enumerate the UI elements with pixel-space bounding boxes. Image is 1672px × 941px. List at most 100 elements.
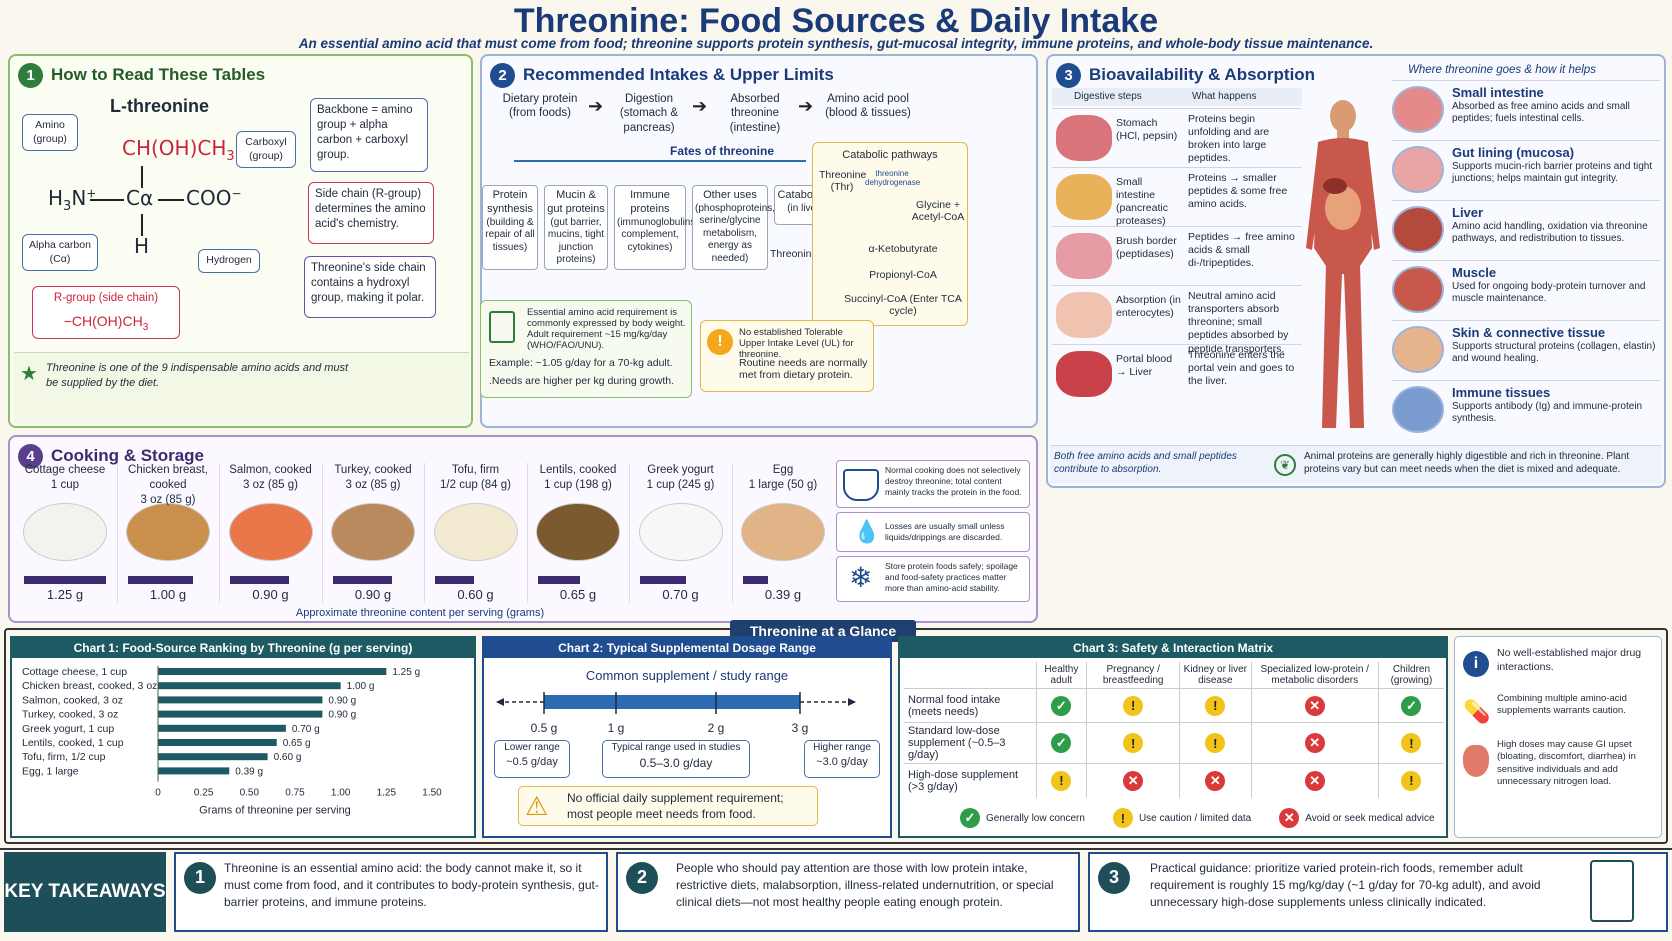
organ-icon bbox=[1056, 351, 1112, 397]
panel-4-title: Cooking & Storage bbox=[51, 446, 205, 465]
matrix-row: High-dose supplement (>3 g/day)!✕✕✕! bbox=[904, 763, 1444, 798]
requirement-line-3: Example: ~1.05 g/day for a 70-kg adult. bbox=[489, 357, 673, 369]
supplement-note: No official daily supplement requirement… bbox=[567, 791, 784, 821]
bar-category-label: Salmon, cooked, 3 oz bbox=[22, 694, 123, 706]
panel-1-header: 1 How to Read These Tables bbox=[18, 62, 265, 88]
bar-category-label: Tofu, firm, 1/2 cup bbox=[22, 751, 106, 763]
matrix-cell: ✓ bbox=[1377, 688, 1444, 723]
fates-row: Protein synthesis(building & repair of a… bbox=[482, 185, 836, 277]
note-losses: 💧 Losses are usually small unless liquid… bbox=[836, 512, 1030, 552]
droplet-icon: 💧 bbox=[853, 519, 881, 544]
checklist-icon bbox=[1590, 860, 1634, 922]
molecule-name: L-threonine bbox=[110, 96, 209, 116]
range-left-arrow bbox=[496, 698, 504, 706]
panel-2-number: 2 bbox=[490, 62, 515, 88]
takeaway-2-text: People who should pay attention are thos… bbox=[676, 861, 1054, 909]
range-bar bbox=[544, 695, 800, 709]
food-threonine-value: 0.39 g bbox=[764, 587, 802, 602]
digestive-step-detail: Neutral amino acid transporters absorb t… bbox=[1188, 290, 1289, 355]
col-steps: Digestive steps bbox=[1074, 91, 1142, 102]
chart-1-title: Chart 1: Food-Source Ranking by Threonin… bbox=[12, 638, 474, 658]
tissue-title: Small intestine bbox=[1452, 85, 1544, 100]
step-succinyl: Succinyl-CoA (Enter TCA cycle) bbox=[844, 293, 962, 317]
tissue-title: Skin & connective tissue bbox=[1452, 325, 1606, 340]
side-chain-formula: CH(OH)CH3 bbox=[122, 136, 235, 164]
panel-how-to-read: 1 How to Read These Tables L-threonine C… bbox=[8, 54, 473, 428]
note-cooking-text: Normal cooking does not selectively dest… bbox=[885, 465, 1022, 498]
matrix-cell: ✕ bbox=[1250, 763, 1379, 798]
fate-protein-synthesis: Protein synthesis(building & repair of a… bbox=[482, 185, 538, 270]
matrix-row-label: Normal food intake (meets needs) bbox=[908, 693, 1001, 718]
food-image bbox=[126, 503, 210, 561]
note-storage-text: Store protein foods safely; spoilage and… bbox=[885, 561, 1018, 594]
food-threonine-value: 1.00 g bbox=[149, 587, 187, 602]
matrix-cell: ! bbox=[1179, 722, 1252, 764]
ul-line-1: No established Tolerable Upper Intake Le… bbox=[739, 327, 854, 360]
flow-amino-pool: Amino acid pool (blood & tissues) bbox=[825, 93, 911, 120]
range-tick-label: 0.5 g bbox=[531, 721, 558, 735]
organ-icon bbox=[1056, 115, 1112, 161]
digestive-step-detail: Proteins begin unfolding and are broken … bbox=[1188, 113, 1270, 165]
panel-1-number: 1 bbox=[18, 62, 43, 88]
tissue-title: Liver bbox=[1452, 205, 1484, 220]
panel-2-title: Recommended Intakes & Upper Limits bbox=[523, 65, 834, 84]
digestive-step-name: Brush border (peptidases) bbox=[1116, 235, 1177, 261]
snowflake-icon: ❄ bbox=[849, 562, 873, 593]
range-tick-label: 1 g bbox=[608, 721, 625, 735]
bar-category-label: Turkey, cooked, 3 oz bbox=[22, 709, 118, 721]
interaction-note-1: No well-established major drug interacti… bbox=[1497, 647, 1642, 673]
matrix-cell: ✕ bbox=[1250, 688, 1379, 723]
fates-connector bbox=[514, 160, 806, 162]
organ-icon bbox=[1056, 174, 1112, 220]
ul-line-2: Routine needs are normally met from diet… bbox=[739, 357, 868, 381]
catabolic-box: Catabolic pathways Threonine (Thr) threo… bbox=[812, 142, 968, 326]
range-label: Common supplement / study range bbox=[585, 668, 789, 683]
rgroup-title: R-group (side chain) bbox=[53, 292, 159, 304]
x-tick-label: 0.50 bbox=[240, 788, 260, 799]
pot-icon bbox=[843, 469, 879, 501]
info-icon: i bbox=[1463, 651, 1489, 677]
flow-dietary-protein: Dietary protein (from foods) bbox=[502, 93, 578, 120]
page-subtitle: An essential amino acid that must come f… bbox=[298, 36, 1374, 51]
legend-avoid: ✕Avoid or seek medical advice bbox=[1279, 808, 1435, 828]
matrix-cell: ! bbox=[1086, 722, 1180, 764]
tissue-title: Muscle bbox=[1452, 265, 1497, 280]
chart-2-title: Chart 2: Typical Supplemental Dosage Ran… bbox=[484, 638, 890, 658]
bar-value-label: 0.65 g bbox=[283, 738, 311, 749]
side-chain-note: Side chain (R-group) determines the amin… bbox=[308, 182, 434, 244]
bar bbox=[158, 682, 341, 690]
bar-category-label: Greek yogurt, 1 cup bbox=[22, 723, 114, 735]
backbone-note: Backbone = amino group + alpha carbon + … bbox=[310, 98, 428, 172]
matrix-row: Normal food intake (meets needs)✓!!✕✓ bbox=[904, 688, 1444, 723]
lower-range-value: ~0.5 g/day bbox=[506, 756, 558, 768]
typical-range-label: Typical range used in studies bbox=[611, 742, 741, 753]
clipboard-icon bbox=[489, 311, 515, 343]
bar-category-label: Cottage cheese, 1 cup bbox=[22, 666, 127, 678]
requirement-box: Essential amino acid requirement is comm… bbox=[480, 300, 692, 398]
panel-recommended-intakes: 2 Recommended Intakes & Upper Limits Die… bbox=[480, 54, 1038, 428]
tissue-text: Supports mucin-rich barrier proteins and… bbox=[1452, 161, 1653, 184]
bond-up bbox=[141, 166, 143, 188]
takeaway-3-text: Practical guidance: prioritize varied pr… bbox=[1150, 861, 1541, 909]
x-tick-label: 1.25 bbox=[377, 788, 397, 799]
cross-icon: ✕ bbox=[1304, 733, 1325, 753]
matrix-row: Standard low-dose supplement (~0.5–3 g/d… bbox=[904, 722, 1444, 764]
fate-immune: Immune proteins(immunoglobulins, complem… bbox=[614, 185, 698, 270]
flow-arrow-1: ➔ bbox=[588, 96, 604, 116]
panel-1-title: How to Read These Tables bbox=[51, 65, 266, 84]
glycine-acetyl-coa: Glycine + Acetyl-CoA bbox=[911, 199, 965, 223]
higher-range-box: Higher range~3.0 g/day bbox=[804, 740, 880, 778]
cross-icon: ✕ bbox=[1279, 808, 1300, 828]
bar bbox=[158, 724, 286, 732]
